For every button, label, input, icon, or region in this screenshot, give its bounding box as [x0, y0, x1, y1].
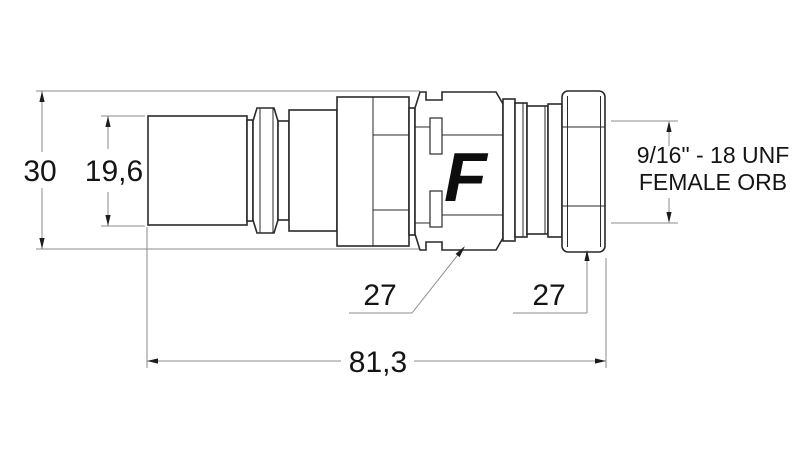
hex-nut: [561, 90, 606, 253]
dim-tip-diameter: 19,6: [85, 115, 145, 227]
tip-neck: [246, 119, 254, 222]
dim-port-thread: 9/16" - 18 UNF FEMALE ORB: [611, 120, 790, 224]
dim-tip-diameter-value: 19,6: [85, 155, 143, 188]
label-body-hex: 27: [349, 246, 465, 314]
dim-overall-length-value: 81,3: [349, 346, 407, 379]
body-neck: [408, 107, 416, 236]
sleeve-pin-bottom: [429, 190, 443, 228]
leader-line: [411, 250, 462, 314]
collar-step: [547, 103, 563, 238]
label-nut-hex: 27: [513, 250, 590, 314]
valve-ring: [252, 107, 279, 234]
spacer-ring: [514, 102, 528, 238]
arrowhead-up-icon: [105, 116, 111, 127]
arrowhead-leader-icon: [455, 246, 465, 258]
label-body-hex-value: 27: [363, 279, 396, 312]
arrowhead-left-icon: [147, 358, 158, 364]
arrowhead-right-icon: [595, 358, 606, 364]
arrowhead-down-icon: [105, 215, 111, 226]
dim-overall-height-value: 30: [23, 155, 56, 188]
arrowhead-up-icon: [584, 250, 590, 261]
body-cylinder: [288, 109, 338, 232]
faster-logo-icon: F: [444, 138, 489, 216]
port-thread-type: FEMALE ORB: [639, 169, 787, 195]
dim-overall-height: 30: [23, 90, 420, 250]
dim-overall-length: 81,3: [146, 227, 607, 379]
arrowhead-down-icon: [666, 212, 672, 223]
coupling-part: F: [147, 90, 606, 253]
sleeve-pin-top: [429, 117, 443, 155]
tip-cylinder: [147, 115, 248, 226]
label-nut-hex-value: 27: [532, 279, 565, 312]
port-thread-spec: 9/16" - 18 UNF: [637, 142, 790, 168]
arrowhead-down-icon: [39, 238, 45, 249]
arrowhead-up-icon: [39, 91, 45, 102]
arrowhead-up-icon: [666, 121, 672, 132]
tip-groove: [277, 120, 290, 221]
washer-ring: [502, 98, 516, 242]
